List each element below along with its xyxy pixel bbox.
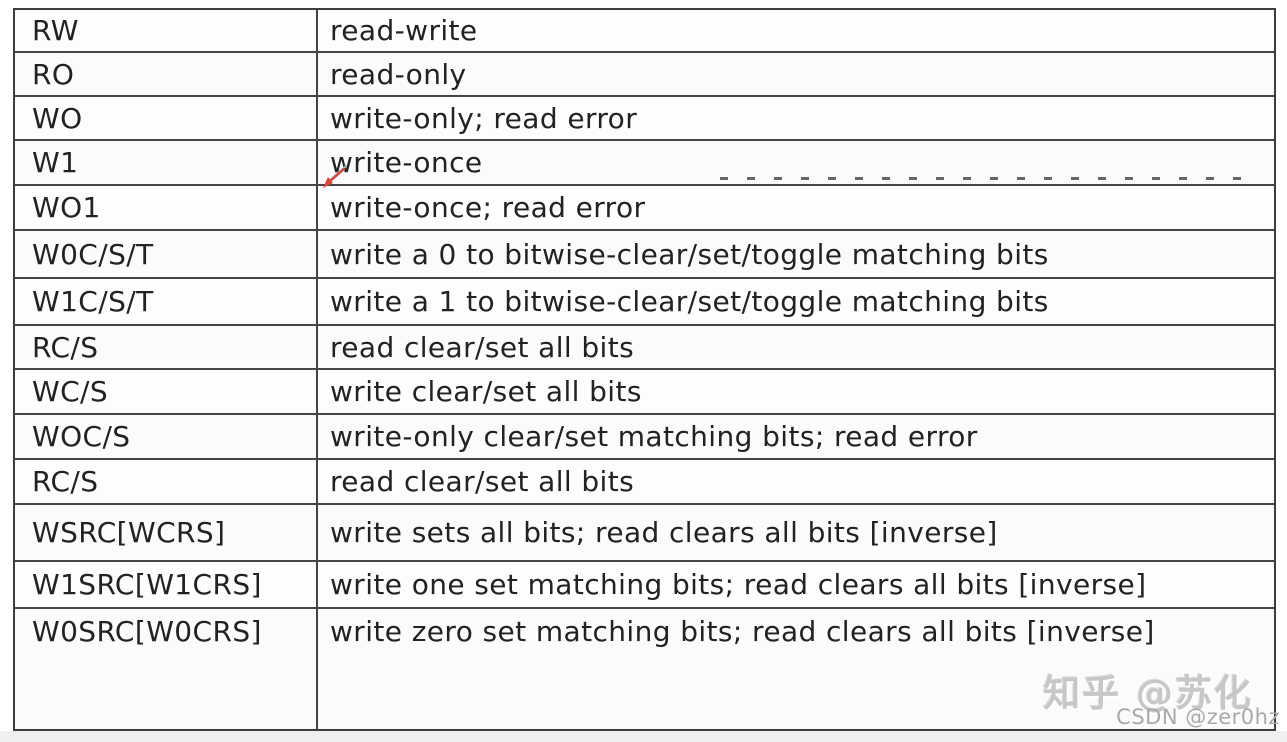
table-row: WC/S write clear/set all bits [15, 368, 1274, 413]
table-row: WSRC[WCRS] write sets all bits; read cle… [15, 503, 1274, 560]
bottom-strip [0, 731, 1287, 742]
description-cell: write clear/set all bits [330, 375, 642, 408]
table-row: RC/S read clear/set all bits [15, 458, 1274, 503]
description-cell: write one set matching bits; read clears… [330, 568, 1147, 601]
abbreviation-cell: WO [15, 97, 318, 139]
table-row: WO write-only; read error [15, 95, 1274, 139]
table-row: RC/S read clear/set all bits [15, 324, 1274, 368]
watermark-zhihu: 知乎 @苏化 [1043, 672, 1253, 715]
description-cell: write zero set matching bits; read clear… [318, 609, 1274, 729]
description-cell: read clear/set all bits [330, 465, 635, 498]
abbreviation-cell: RO [15, 53, 318, 95]
table-row: W0C/S/T write a 0 to bitwise-clear/set/t… [15, 229, 1274, 277]
abbreviation-cell: RC/S [15, 460, 318, 503]
description-cell: read clear/set all bits [318, 326, 1274, 368]
abbreviation-cell: WO1 [15, 186, 318, 229]
table-row: RO read-only [15, 51, 1274, 95]
table-row: WO1 write-once; read error [15, 184, 1274, 229]
table-row: RW read-write [15, 10, 1274, 51]
abbreviation-cell: WC/S [15, 370, 318, 413]
register-access-table: RW read-write RO read-only WO write-only… [13, 8, 1276, 731]
abbreviation-cell: WOC/S [15, 415, 318, 458]
description-cell: write a 1 to bitwise-clear/set/toggle ma… [330, 285, 1049, 318]
dashed-line-artifact [720, 177, 1254, 180]
description-cell: read-write [330, 14, 478, 47]
abbreviation-cell: W0C/S/T [15, 231, 318, 277]
abbreviation-cell: W1C/S/T [15, 279, 318, 324]
abbreviation-cell: WSRC[WCRS] [15, 505, 318, 560]
table-row: W1C/S/T write a 1 to bitwise-clear/set/t… [15, 277, 1274, 324]
table-row: W1 write-once [15, 139, 1274, 184]
abbreviation-cell: W1 [15, 141, 318, 184]
abbreviation-cell: RC/S [15, 326, 318, 368]
description-cell: write a 0 to bitwise-clear/set/toggle ma… [318, 231, 1274, 277]
red-arrow-cursor-icon [323, 165, 347, 188]
table-row: WOC/S write-only clear/set matching bits… [15, 413, 1274, 458]
description-cell: write-once [318, 141, 1274, 184]
description-cell: write sets all bits; read clears all bit… [318, 505, 1274, 560]
description-cell: write-once; read error [330, 191, 646, 224]
table-row: W0SRC[W0CRS] write zero set matching bit… [15, 607, 1274, 729]
abbreviation-cell: W0SRC[W0CRS] [15, 609, 318, 729]
description-cell: write-only; read error [330, 101, 638, 135]
description-cell: write-only clear/set matching bits; read… [318, 415, 1274, 458]
abbreviation-cell: RW [15, 10, 318, 51]
table-row: W1SRC[W1CRS] write one set matching bits… [15, 560, 1274, 607]
abbreviation-cell: W1SRC[W1CRS] [15, 562, 318, 607]
watermark-csdn: CSDN @zer0hz [1116, 705, 1280, 729]
description-cell: read-only [318, 53, 1274, 95]
